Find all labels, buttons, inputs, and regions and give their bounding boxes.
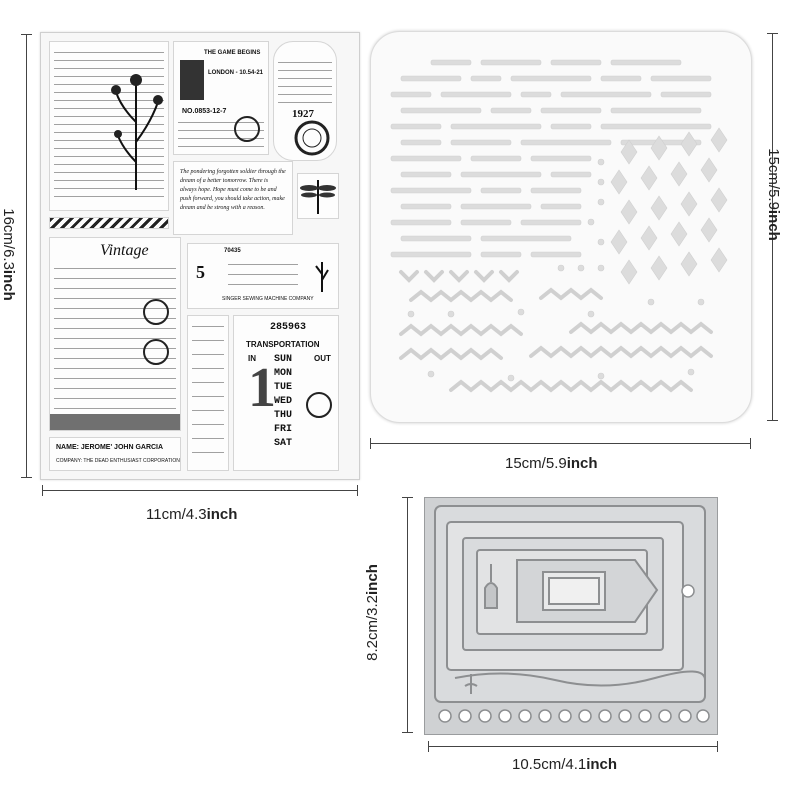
grunge-bottom-graphic	[50, 414, 180, 430]
transportation-text: TRANSPORTATION	[246, 340, 320, 349]
ticket-number-text: 70435	[224, 248, 241, 254]
game-ticket-stamp: THE GAME BEGINS LONDON - 10.54-21 NO.085…	[173, 41, 269, 155]
game-begins-text: THE GAME BEGINS	[204, 50, 261, 56]
stamp-1927-text: 1927	[292, 108, 314, 120]
day-sat: SAT	[274, 438, 293, 449]
sheet-width-line	[42, 490, 358, 491]
ticket-stub-graphic	[180, 60, 204, 100]
stencil-height-line	[772, 33, 773, 421]
transportation-calendar-stamp: 285963 TRANSPORTATION IN OUT 1 SUN MON T…	[233, 315, 339, 471]
round-postmark-graphic	[294, 120, 330, 156]
stencil-width-line	[370, 443, 751, 444]
die-height-line	[407, 497, 408, 733]
counter-text: 285963	[270, 322, 307, 333]
striped-border-stamp	[49, 217, 169, 229]
dragonfly-stamp	[297, 173, 339, 219]
number-code-text: NO.0853-12-7	[182, 108, 227, 115]
ticket-five-text: 5	[196, 262, 205, 282]
vintage-text: Vintage	[100, 242, 149, 259]
die-height-label: 8.2cm/3.2inch	[363, 564, 381, 661]
day-fri: FRI	[274, 424, 293, 435]
die-frames-graphic	[434, 505, 710, 723]
stencil-pattern-graphic	[390, 59, 728, 393]
ticket-footer-text: SINGER SEWING MACHINE COMPANY	[222, 296, 314, 302]
in-label: IN	[248, 354, 256, 363]
pondering-text: The pondering forgotten soldier through …	[180, 169, 286, 211]
vintage-letter-stamp: Vintage	[49, 237, 181, 431]
calendar-postmark-graphic	[306, 392, 332, 418]
stencil-width-label: 15cm/5.9inch	[505, 455, 598, 472]
big-numeral-text: 1	[248, 357, 276, 419]
day-tue: TUE	[274, 382, 293, 393]
die-width-label: 10.5cm/4.1inch	[512, 756, 618, 773]
name-line-text: NAME: JEROME' JOHN GARCIA	[56, 444, 164, 451]
day-mon: MON	[274, 368, 293, 379]
name-plate-stamp: NAME: JEROME' JOHN GARCIA COMPANY: THE D…	[49, 437, 181, 471]
sheet-height-line	[26, 34, 27, 478]
tag-1927-stamp: 1927	[273, 41, 337, 161]
company-line-text: COMPANY: THE DEAD ENTHUSIAST CORPORATION	[56, 458, 180, 464]
out-label: OUT	[314, 354, 331, 363]
cutting-die	[424, 497, 718, 735]
london-text: LONDON - 10.54-21	[208, 70, 264, 76]
stencil-plate	[370, 31, 752, 423]
sheet-height-label: 16cm/6.3inch	[0, 208, 17, 301]
flower-sprig-graphic	[315, 262, 329, 292]
sheet-width-label: 11cm/4.3inch	[146, 506, 238, 523]
die-width-line	[428, 746, 718, 747]
stencil-height-label: 15cm/5.9inch	[764, 148, 782, 241]
love-script-stamp	[187, 315, 229, 471]
pondering-text-stamp: The pondering forgotten soldier through …	[173, 161, 293, 235]
day-wed: WED	[274, 396, 293, 407]
day-thu: THU	[274, 410, 293, 421]
flower-illustration	[111, 74, 163, 190]
script-botanical-stamp	[49, 41, 169, 211]
postmark-circles-graphic	[143, 299, 169, 365]
day-sun: SUN	[274, 354, 293, 365]
clear-stamp-sheet: THE GAME BEGINS LONDON - 10.54-21 NO.085…	[40, 32, 360, 480]
stamp-postmark-graphic	[234, 116, 260, 142]
sewing-ticket-stamp: 70435 5 SINGER SEWING MACHINE COMPANY	[187, 243, 339, 309]
dragonfly-icon	[300, 180, 336, 214]
